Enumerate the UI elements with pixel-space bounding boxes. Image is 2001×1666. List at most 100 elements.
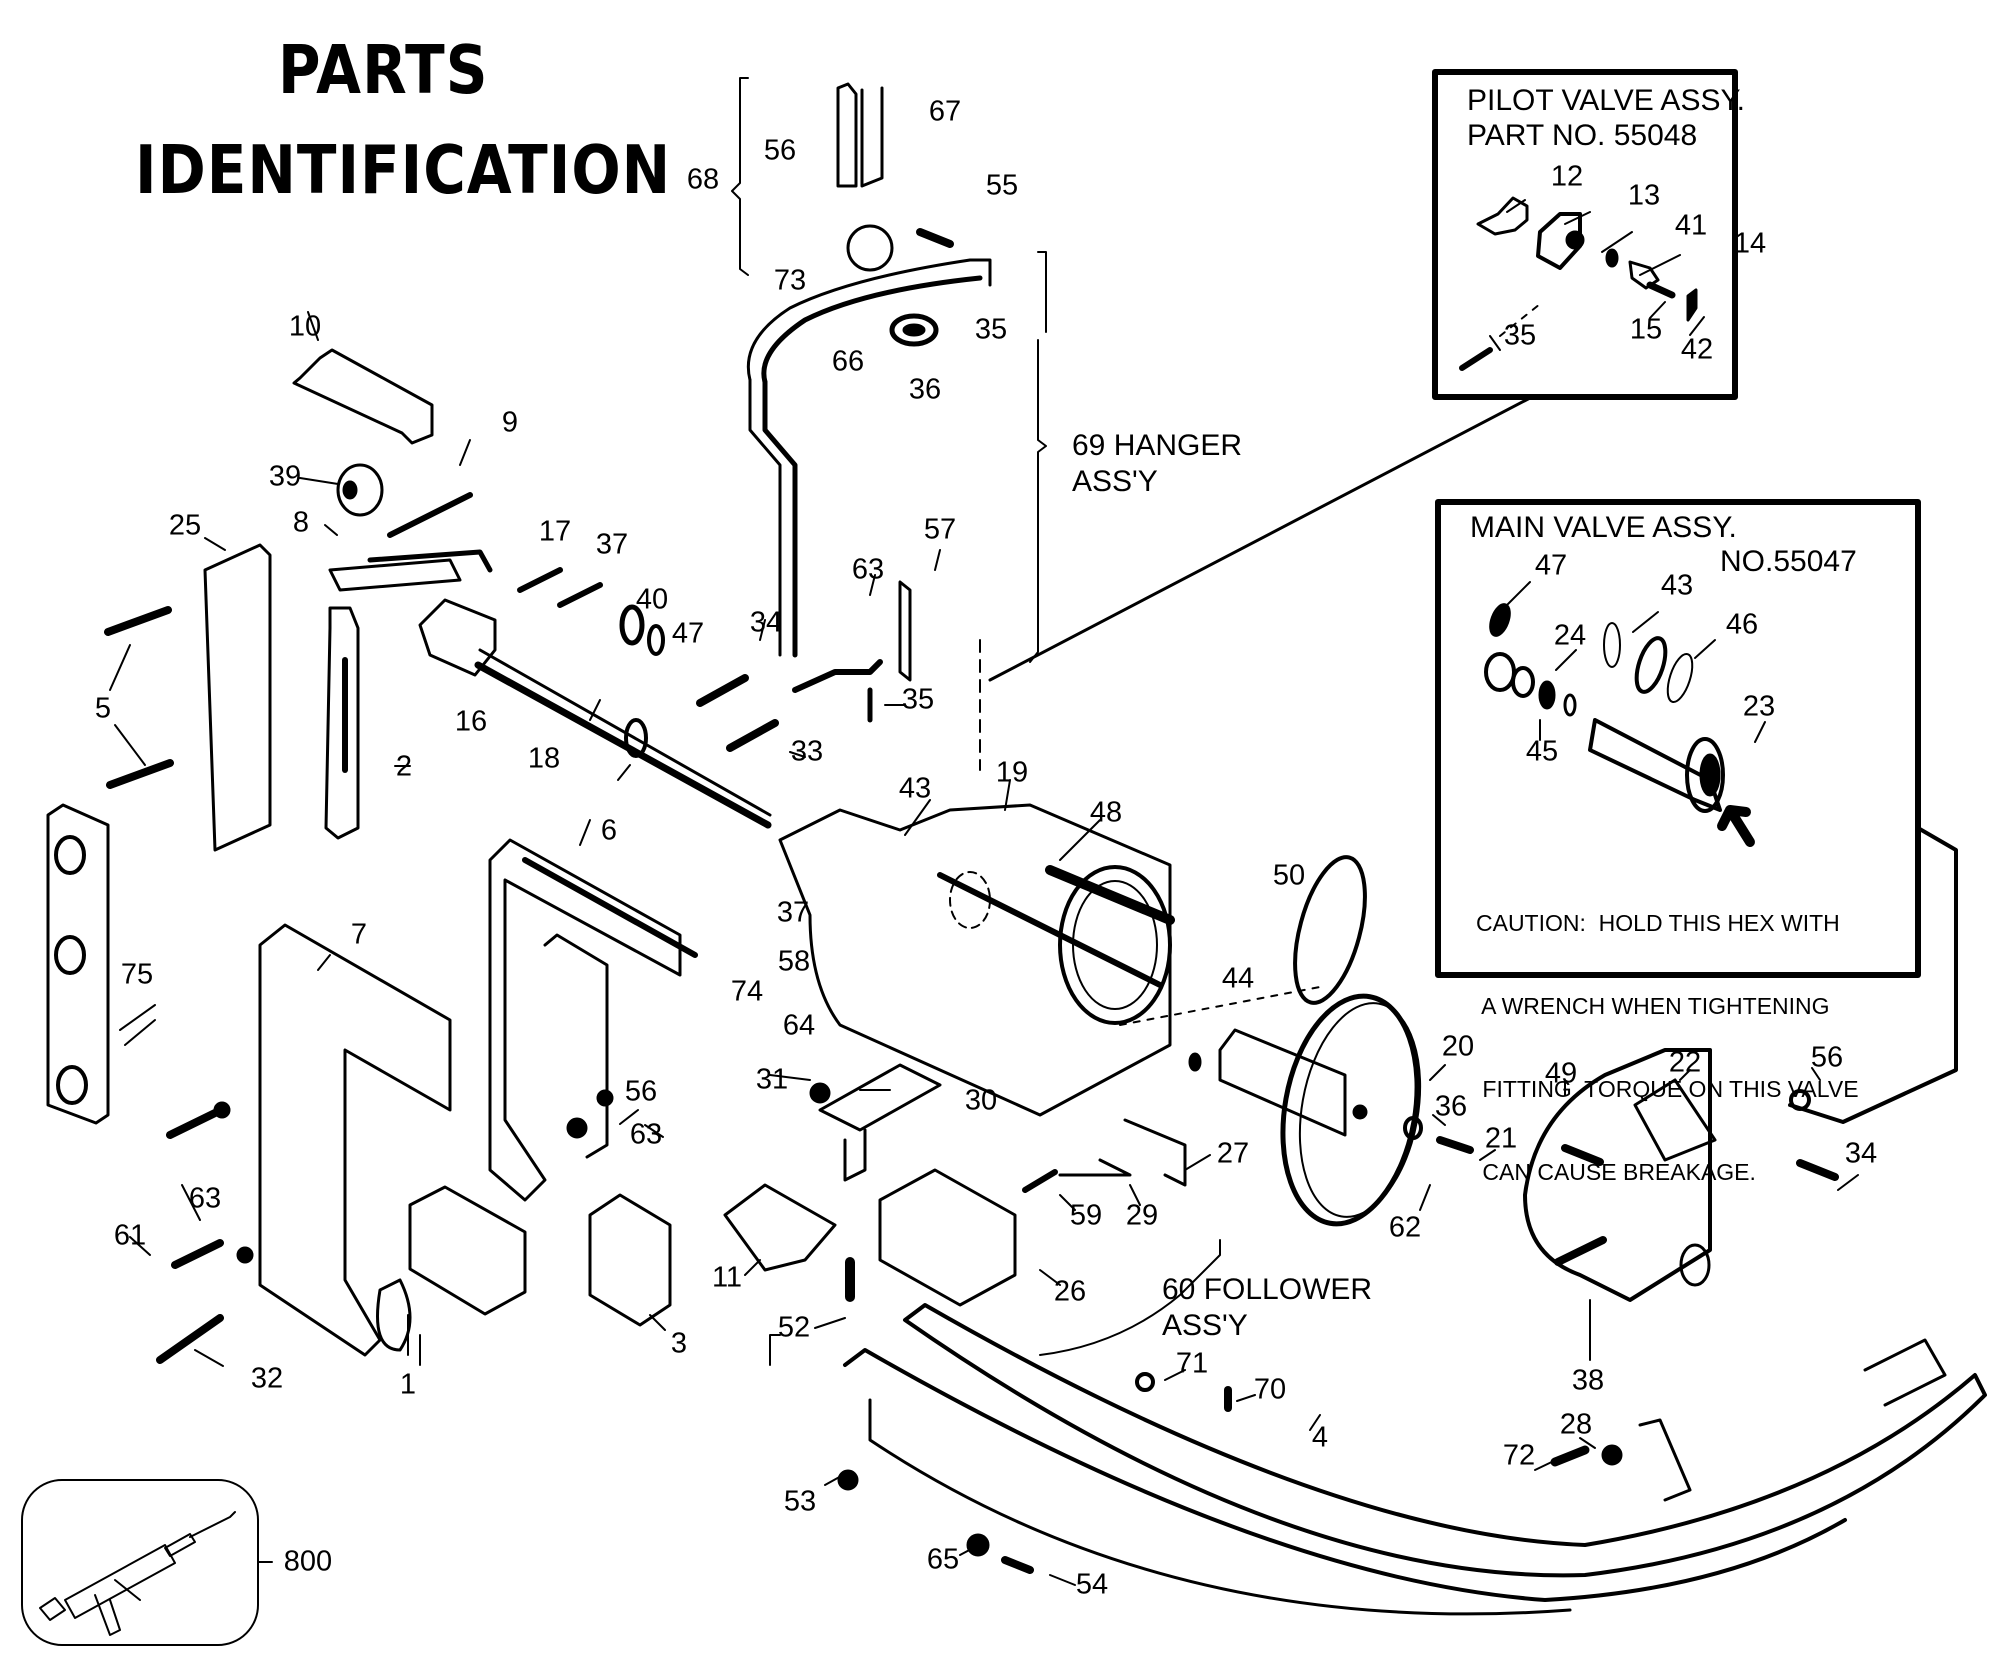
callout-54: 54 <box>1075 1568 1109 1601</box>
callout-62: 62 <box>1388 1211 1422 1244</box>
callout-36: 36 <box>908 373 942 406</box>
callout-15: 15 <box>1629 313 1663 346</box>
callout-38: 38 <box>1571 1364 1605 1397</box>
callout-63: 63 <box>188 1182 222 1215</box>
cylinder-body-drawing <box>778 779 1367 1117</box>
hanger-assembly-drawing <box>731 77 1047 663</box>
callout-75: 75 <box>120 958 154 991</box>
callout-16: 16 <box>454 705 488 738</box>
main-valve-part-number: NO.55047 <box>1720 545 1857 578</box>
callout-53: 53 <box>783 1485 817 1518</box>
pilot-connector-line <box>988 396 1532 682</box>
shaft-assembly-drawing <box>418 549 981 829</box>
caution-line: CAN CAUSE BREAKAGE. <box>1476 1158 1756 1185</box>
pilot-valve-heading-line1: PILOT VALVE ASSY. <box>1467 84 1745 117</box>
callout-71: 71 <box>1175 1347 1209 1380</box>
callout-37: 37 <box>595 528 629 561</box>
callout-45: 45 <box>1525 735 1559 768</box>
callout-3: 3 <box>670 1327 688 1360</box>
callout-34: 34 <box>749 606 783 639</box>
callout-63: 63 <box>851 553 885 586</box>
callout-44: 44 <box>1221 962 1255 995</box>
callout-43: 43 <box>1660 569 1694 602</box>
callout-1: 1 <box>399 1368 417 1401</box>
callout-63: 63 <box>629 1118 663 1151</box>
callout-57: 57 <box>923 513 957 546</box>
callout-67: 67 <box>928 95 962 128</box>
callout-48: 48 <box>1089 796 1123 829</box>
callout-7: 7 <box>350 918 368 951</box>
callout-21: 21 <box>1484 1122 1518 1155</box>
callout-35: 35 <box>974 313 1008 346</box>
pilot-part-15 <box>1646 281 1676 299</box>
callout-17: 17 <box>538 515 572 548</box>
callout-49: 49 <box>1544 1057 1578 1090</box>
main-valve-heading-line1: MAIN VALVE ASSY. <box>1470 511 1737 544</box>
main-valve-box-frame <box>1435 499 1958 1124</box>
callout-19: 19 <box>995 756 1029 789</box>
pilot-valve-part-number: PART NO. 55048 <box>1467 119 1698 153</box>
callout-72: 72 <box>1502 1439 1536 1472</box>
callout-47: 47 <box>671 617 705 650</box>
callout-43: 43 <box>898 772 932 805</box>
follower-assembly-line1: 60 FOLLOWER <box>1162 1273 1373 1306</box>
callout-14: 14 <box>1733 227 1767 260</box>
callout-65: 65 <box>926 1543 960 1576</box>
callout-10: 10 <box>288 310 322 343</box>
caution-line: FITTING. TORQUE ON THIS VALVE <box>1476 1075 1859 1102</box>
callout-68: 68 <box>686 163 720 196</box>
page-title-line1: PARTS <box>278 30 489 110</box>
follower-bar-drawing <box>769 1239 1987 1616</box>
callout-34: 34 <box>1844 1137 1878 1170</box>
callout-20: 20 <box>1441 1030 1475 1063</box>
callout-35: 35 <box>901 683 935 716</box>
callout-74: 74 <box>730 975 764 1008</box>
callout-73: 73 <box>773 264 807 297</box>
piston-and-cover-drawing <box>1218 993 1859 1471</box>
pilot-part-41 <box>1605 248 1619 268</box>
callout-22: 22 <box>1668 1046 1702 1079</box>
hanger-assembly-label: 69 HANGER ASS'Y <box>1072 428 1242 500</box>
callout-13: 13 <box>1627 179 1661 212</box>
hanger-assembly-line2: ASS'Y <box>1072 465 1158 498</box>
callout-5: 5 <box>94 692 112 725</box>
callout-47: 47 <box>1534 549 1568 582</box>
callout-37: 37 <box>776 896 810 929</box>
callout-24: 24 <box>1553 619 1587 652</box>
callout-42: 42 <box>1680 333 1714 366</box>
callout-4: 4 <box>1311 1421 1329 1454</box>
callout-39: 39 <box>268 460 302 493</box>
callout-25: 25 <box>168 509 202 542</box>
callout-31: 31 <box>755 1063 789 1096</box>
hanger-assembly-line1: 69 HANGER <box>1072 429 1243 462</box>
callout-40: 40 <box>635 583 669 616</box>
callout-33: 33 <box>790 735 824 768</box>
pilot-part-42 <box>1686 288 1698 322</box>
callout-56: 56 <box>624 1075 658 1108</box>
follower-assembly-line2: ASS'Y <box>1162 1309 1248 1342</box>
callout-58: 58 <box>777 945 811 978</box>
o-ring-50 <box>1293 855 1367 1005</box>
callout-56: 56 <box>763 134 797 167</box>
caution-arrow <box>1717 805 1755 847</box>
callout-52: 52 <box>777 1311 811 1344</box>
upper-left-parts-drawing <box>46 311 493 1125</box>
callout-32: 32 <box>250 1362 284 1395</box>
callout-35: 35 <box>1503 319 1537 352</box>
callout-61: 61 <box>113 1219 147 1252</box>
callout-11: 11 <box>711 1261 743 1294</box>
caution-line: CAUTION: HOLD THIS HEX WITH <box>1476 910 1840 937</box>
callout-70: 70 <box>1253 1373 1287 1406</box>
page-title-line2: IDENTIFICATION <box>135 130 672 210</box>
pilot-part-13-fitting <box>1565 230 1585 250</box>
pilot-part-35 <box>1459 347 1493 371</box>
callout-29: 29 <box>1125 1199 1159 1232</box>
callout-28: 28 <box>1559 1408 1593 1441</box>
follower-assembly-label: 60 FOLLOWER ASS'Y <box>1162 1272 1372 1344</box>
callout-30: 30 <box>964 1084 998 1117</box>
callout-27: 27 <box>1216 1137 1250 1170</box>
pilot-valve-box-frame <box>1432 69 1738 400</box>
pilot-part-12 <box>1476 196 1529 236</box>
